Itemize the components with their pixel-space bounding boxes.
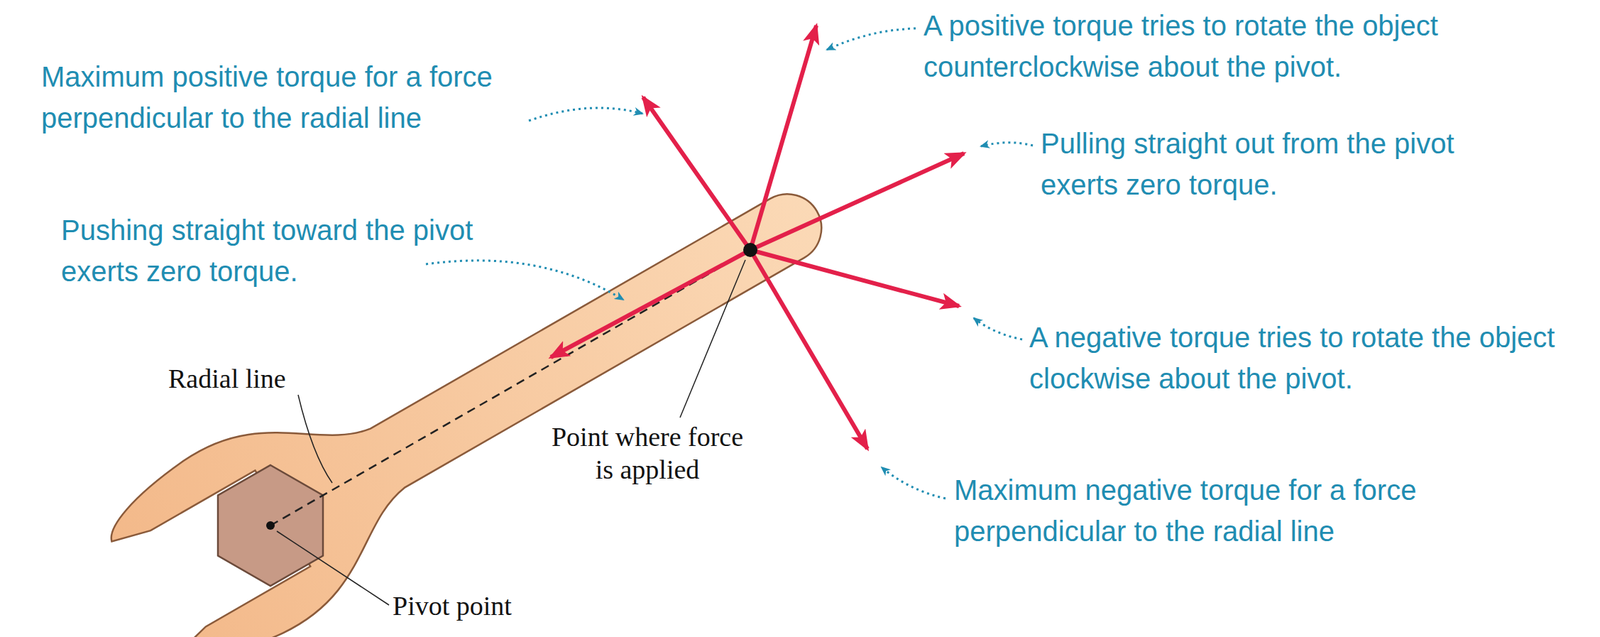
callout-leaders [425,28,1033,499]
part-label: Pivot point [392,589,512,622]
force-arrow [750,153,964,250]
hex-nut [217,464,323,586]
leader-line [298,394,333,483]
callout-text: Pushing straight toward the pivot exerts… [61,209,523,292]
wrench-body [94,124,867,637]
force-arrows [550,25,964,449]
leader-line [528,107,643,121]
leader-line [973,318,1023,340]
leader-line [881,467,946,499]
force-arrow [750,249,868,449]
callout-text: Maximum negative torque for a force perp… [954,469,1572,552]
callout-text: A positive torque tries to rotate the ob… [923,4,1584,88]
pivot-dot [266,521,275,530]
force-point-dot [743,242,758,257]
force-arrow [643,97,751,250]
part-label: Point where force is applied [540,420,754,486]
callout-text: Pulling straight out from the pivot exer… [1040,122,1531,206]
callout-text: Maximum positive torque for a force perp… [41,56,638,139]
force-arrow [750,249,960,306]
leader-line [425,260,624,300]
callout-text: A negative torque tries to rotate the ob… [1029,316,1594,399]
leader-line [981,142,1033,147]
wrench [94,124,867,637]
force-arrow [550,249,751,358]
leader-line [680,259,746,418]
force-arrow [750,25,817,250]
leader-line [276,530,389,605]
part-label: Radial line [168,362,287,395]
leader-line [826,28,916,50]
